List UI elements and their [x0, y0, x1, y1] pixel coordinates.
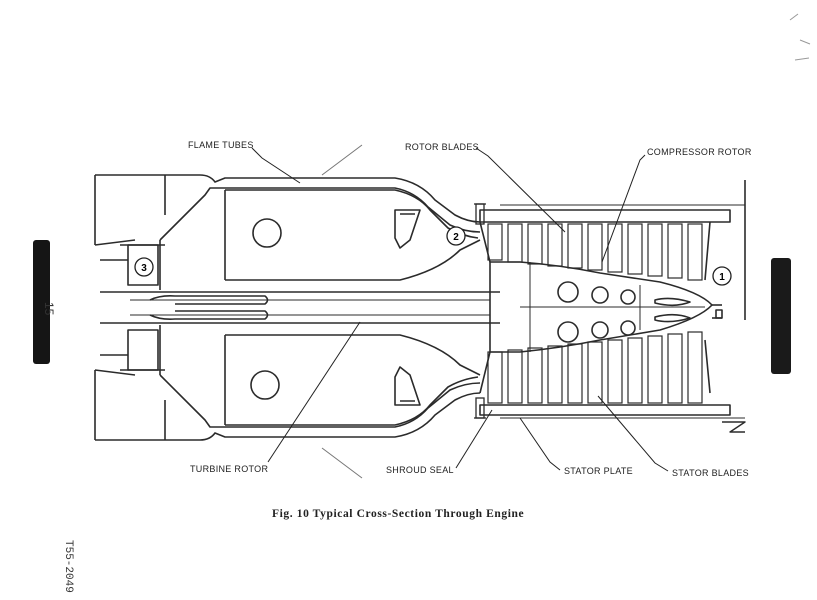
central-shaft — [100, 291, 500, 324]
document-id: T55-2049 — [62, 540, 74, 593]
leader-stator-blades — [597, 395, 669, 472]
compressor-blade — [507, 349, 523, 404]
leader-rotor-blades — [475, 147, 566, 233]
svg-text:1: 1 — [719, 272, 725, 283]
marker-3: 3 — [134, 257, 154, 277]
compressor-blade — [627, 223, 643, 275]
fuel-nozzle-upper — [394, 209, 421, 249]
compressor-blade — [667, 223, 683, 279]
compressor-blade — [567, 343, 583, 404]
label-stator-plate: STATOR PLATE — [564, 466, 633, 476]
compressor-blade-row-upper — [487, 223, 703, 281]
combustor-port-upper — [252, 218, 282, 248]
left-binding-mark — [33, 240, 50, 364]
marker-2: 2 — [446, 226, 466, 246]
page-number: 15 — [42, 302, 56, 316]
compressor-blade — [487, 223, 503, 261]
flame-tube-lower — [159, 334, 481, 441]
svg-text:2: 2 — [453, 232, 459, 243]
leader-stator-plate — [519, 417, 561, 471]
leader-turbine-rotor — [267, 321, 361, 463]
label-turbine-rotor: TURBINE ROTOR — [190, 464, 269, 474]
compressor-blade — [647, 335, 663, 404]
compressor-blade — [547, 345, 563, 404]
compressor-blade — [607, 339, 623, 404]
compressor-case-upper — [479, 209, 731, 281]
compressor-blade — [607, 223, 623, 273]
combustor-liner-lower — [225, 376, 479, 426]
compressor-blade — [527, 223, 543, 265]
turbine-section — [100, 240, 165, 375]
leader-flame-tubes — [251, 147, 301, 184]
compressor-blade — [687, 223, 703, 281]
compressor-blade-row-lower — [487, 331, 703, 404]
fuel-nozzle-lower — [394, 366, 421, 406]
compressor-blade — [647, 223, 663, 277]
svg-text:3: 3 — [141, 263, 147, 274]
label-stator-blades: STATOR BLADES — [672, 468, 749, 478]
compressor-blade — [507, 223, 523, 263]
compressor-blade — [587, 341, 603, 404]
right-binding-mark — [771, 258, 791, 374]
exhaust-casing — [94, 174, 166, 441]
flame-tube-upper — [159, 174, 481, 281]
combustor-liner-upper — [225, 189, 479, 239]
label-rotor-blades: ROTOR BLADES — [405, 142, 479, 152]
compressor-blade — [567, 223, 583, 269]
leader-shroud-seal — [455, 409, 493, 469]
compressor-blade — [687, 331, 703, 404]
compressor-blade — [527, 347, 543, 404]
marker-1: 1 — [712, 266, 732, 286]
shroud-seal-bolts — [474, 203, 486, 419]
label-flame-tubes: FLAME TUBES — [188, 140, 254, 150]
combustor-port-lower — [250, 370, 280, 400]
compressor-blade — [547, 223, 563, 267]
label-compressor-rotor: COMPRESSOR ROTOR — [647, 147, 752, 157]
compressor-blade — [667, 333, 683, 404]
leader-compressor-rotor — [601, 154, 646, 263]
figure-caption: Fig. 10 Typical Cross-Section Through En… — [272, 508, 525, 520]
label-shroud-seal: SHROUD SEAL — [386, 465, 454, 475]
compressor-blade — [587, 223, 603, 271]
compressor-blade — [487, 351, 503, 404]
compressor-blade — [627, 337, 643, 404]
leader-lines — [251, 144, 669, 479]
